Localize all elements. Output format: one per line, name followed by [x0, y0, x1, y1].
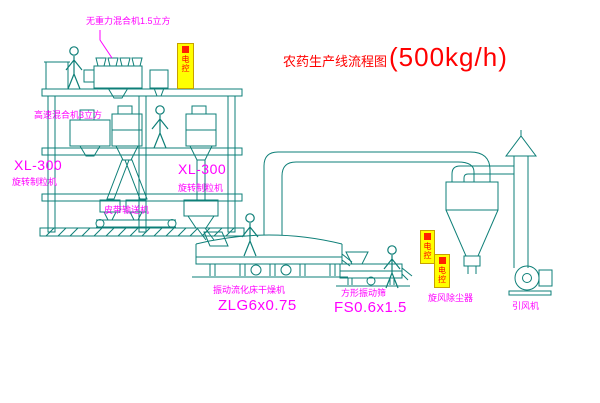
label-gravity-mixer: 无重力混合机1.5立方	[86, 16, 171, 26]
y-chute	[106, 159, 148, 200]
label-high-speed-mixer: 高速混合机3立方	[34, 110, 103, 120]
rotary-granulator-center	[183, 105, 219, 241]
control-panel-top: 电控	[177, 43, 194, 89]
control-panel-mid: 电控	[420, 230, 435, 264]
label-cyclone: 旋风除尘器	[428, 293, 474, 303]
label-induced-fan: 引风机	[512, 301, 540, 311]
platform-structure	[39, 61, 245, 237]
panel-label: 电控	[181, 55, 190, 73]
induced-draft-fan	[508, 265, 553, 296]
control-panel-lower: 电控	[434, 254, 450, 288]
label-belt-conveyor: 皮带输送机	[104, 205, 150, 215]
label-granulator-left-model: XL-300	[14, 157, 63, 173]
panel-indicator	[182, 46, 189, 53]
top-railing	[44, 61, 70, 89]
vibration-motor	[250, 264, 262, 276]
high-speed-mixer	[69, 109, 111, 157]
person-figure	[241, 213, 259, 257]
panel-indicator	[424, 233, 431, 240]
label-fluid-bed-model: ZLG6x0.75	[218, 297, 297, 314]
exhaust-duct	[263, 151, 491, 235]
cyclone-separator	[445, 165, 514, 274]
label-granulator-left-name: 旋转制粒机	[12, 177, 58, 187]
label-leader-line	[99, 30, 113, 59]
rotary-granulator-left	[106, 105, 148, 200]
vibration-motor	[366, 276, 376, 286]
belt-conveyor	[95, 199, 177, 228]
panel-indicator	[438, 257, 446, 264]
label-granulator-center-name: 旋转制粒机	[178, 183, 224, 193]
panel-label: 电控	[423, 242, 432, 260]
label-granulator-center-model: XL-300	[178, 161, 227, 177]
fluid-bed-dryer	[192, 231, 353, 278]
person-figure	[383, 245, 401, 289]
vibration-motor	[280, 264, 292, 276]
exhaust-stack	[505, 130, 537, 268]
zero-gravity-mixer	[83, 57, 169, 99]
panel-label: 电控	[437, 266, 447, 284]
square-sieve	[336, 251, 413, 287]
person-figure	[151, 105, 169, 149]
page-title: 农药生产线流程图 (500kg/h)	[283, 42, 508, 73]
label-fluid-bed-dryer: 振动流化床干燥机	[213, 285, 286, 295]
title-capacity: (500kg/h)	[389, 42, 508, 72]
title-text: 农药生产线流程图	[283, 54, 388, 69]
label-square-sieve: 方形振动筛	[341, 288, 387, 298]
label-square-sieve-model: FS0.6x1.5	[334, 299, 407, 316]
